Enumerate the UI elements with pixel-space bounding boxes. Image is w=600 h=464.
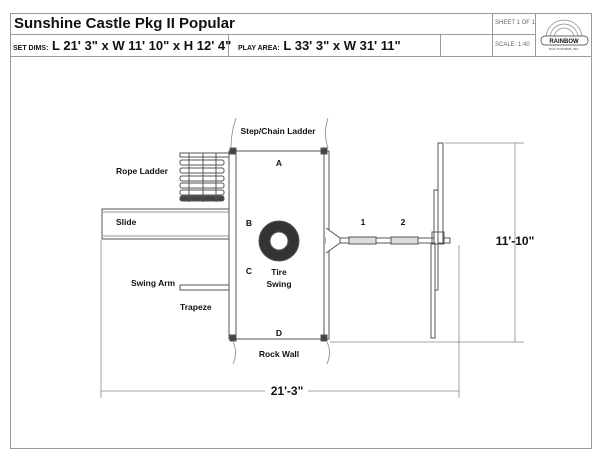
- swing-position-1: 1: [361, 217, 366, 227]
- tire-swing-label-2: Swing: [266, 279, 291, 289]
- slide: [101, 208, 235, 240]
- logo-text: RAINBOW: [549, 39, 579, 45]
- dimension-lines: [100, 117, 524, 398]
- rainbow-logo: RAINBOW PLAY SYSTEMS, INC.: [540, 19, 589, 51]
- play-area-label: PLAY AREA:: [238, 45, 280, 52]
- set-dims-label: SET DIMS:: [13, 45, 49, 52]
- slide-label: Slide: [116, 217, 137, 227]
- sheet-number: SHEET 1 OF 1: [495, 20, 535, 26]
- rope-ladder-label: Rope Ladder: [116, 166, 169, 176]
- set-dims-value: L 21' 3" x W 11' 10" x H 12' 4": [52, 38, 232, 53]
- scale: SCALE: 1:40: [495, 42, 530, 48]
- step-chain-ladder-label: Step/Chain Ladder: [240, 126, 316, 136]
- logo-cell: [535, 13, 592, 57]
- swing-position-2: 2: [401, 217, 406, 227]
- play-area-value: L 33' 3" x W 31' 11": [283, 38, 401, 53]
- set-dims: SET DIMS: L 21' 3" x W 11' 10" x H 12' 4…: [13, 38, 231, 53]
- position-c: C: [246, 266, 252, 276]
- length-dimension: 21'-3": [271, 384, 304, 398]
- trapeze-arm: [179, 284, 235, 291]
- rock-wall-label: Rock Wall: [259, 349, 299, 359]
- tire-swing-label-1: Tire: [271, 267, 287, 277]
- rope-ladder: [179, 152, 235, 202]
- play-area: PLAY AREA: L 33' 3" x W 31' 11": [238, 38, 401, 53]
- position-d: D: [276, 328, 282, 338]
- swing-beam: [325, 237, 451, 244]
- width-dimension: 11'-10": [496, 234, 535, 248]
- drawing-title: Sunshine Castle Pkg II Popular: [14, 15, 235, 32]
- a-frame: [437, 142, 444, 244]
- position-a: A: [276, 158, 282, 168]
- logo-subtext: PLAY SYSTEMS, INC.: [549, 47, 579, 51]
- position-b: B: [246, 218, 252, 228]
- trapeze-label: Trapeze: [180, 302, 212, 312]
- swing-arm-label: Swing Arm: [131, 278, 176, 288]
